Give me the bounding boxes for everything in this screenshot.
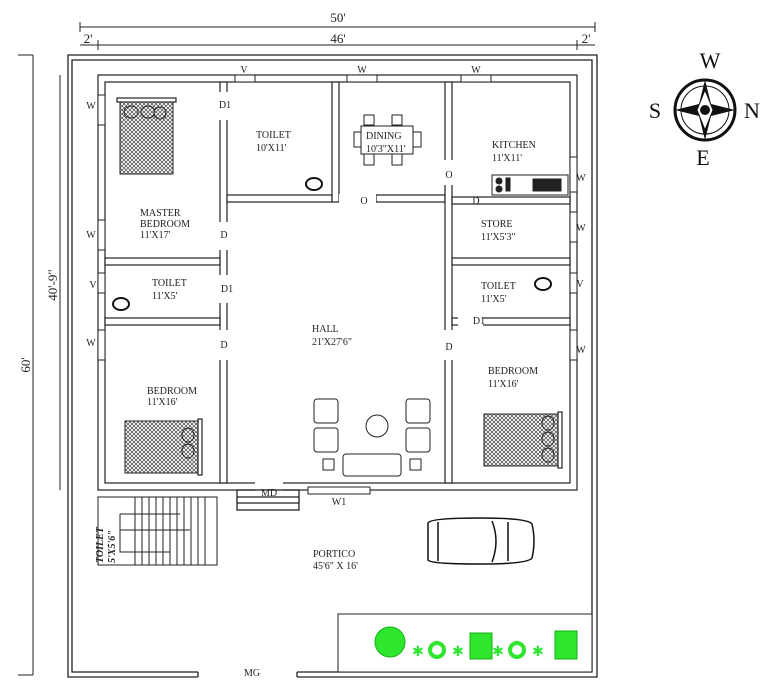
window-toilet-left (97, 272, 106, 294)
right-setback-label: 2' (582, 31, 591, 46)
compass-rose-icon (673, 78, 737, 142)
stair-toilet-name: TOILET (95, 526, 106, 563)
label-w: W (86, 230, 96, 241)
wc-icon (112, 297, 130, 311)
toilet-right-size: 11'X5' (481, 294, 507, 305)
window-master-2 (97, 219, 106, 251)
label-d: D (445, 342, 452, 353)
bush-icon (469, 632, 493, 660)
wc-icon (534, 277, 552, 291)
master-bedroom-name: BEDROOM (140, 219, 190, 230)
label-d: D (472, 196, 479, 207)
window-toilet-top (234, 74, 256, 83)
hall-name: HALL (312, 324, 339, 335)
label-d: D (220, 230, 227, 241)
portico-size: 45'6" X 16' (313, 561, 358, 572)
window-dining (346, 74, 378, 83)
label-d1: D1 (219, 100, 231, 111)
bedroom-right-name: BEDROOM (488, 366, 538, 377)
label-w: W (86, 101, 96, 112)
window-w1 (307, 486, 371, 495)
overall-width-label: 50' (330, 10, 345, 25)
tree-icon (374, 626, 406, 658)
bedroom-right-size: 11'X16' (488, 379, 519, 390)
window-toilet-right (569, 272, 578, 294)
stair-toilet-size: 5'X5'6" (107, 530, 118, 563)
label-w: W (576, 345, 586, 356)
label-d1: D1 (473, 316, 485, 327)
dining-name: DINING (366, 131, 402, 142)
window-kitchen-side (569, 156, 578, 193)
store-name: STORE (481, 219, 513, 230)
label-mg: MG (244, 668, 260, 679)
window-bedroom-left (97, 329, 106, 361)
staircase (97, 496, 218, 566)
toilet-left-name: TOILET (152, 278, 187, 289)
bed-left (124, 418, 203, 476)
label-w: W (576, 223, 586, 234)
toilet-top-name: TOILET (256, 130, 291, 141)
toilet-right-name: TOILET (481, 281, 516, 292)
compass-left-label: S (649, 98, 661, 123)
plant-icon: ✱ (412, 645, 424, 660)
label-w: W (471, 65, 481, 76)
bedroom-left-size: 11'X16' (147, 397, 178, 408)
wc-icon (305, 177, 323, 191)
compass-top-label: W (700, 48, 721, 73)
building-depth-label: 40'-9" (45, 269, 60, 300)
label-v: V (89, 280, 97, 291)
master-bedroom-size: 11'X17' (140, 230, 171, 241)
label-v: V (240, 65, 248, 76)
overall-depth-label: 60' (18, 357, 33, 372)
toilet-left-size: 11'X5' (152, 291, 178, 302)
bedroom-left-name: BEDROOM (147, 386, 197, 397)
kitchen-counter (491, 174, 569, 196)
label-w: W (576, 173, 586, 184)
hall-size: 21'X27'6" (312, 337, 352, 348)
inner-width-label: 46' (330, 31, 345, 46)
garden: ✱ ✱ ✱ ✱ (337, 613, 593, 673)
label-v: V (576, 279, 584, 290)
window-kitchen (460, 74, 492, 83)
label-w: W (357, 65, 367, 76)
label-d1: D1 (221, 284, 233, 295)
compass-right-label: N (744, 98, 760, 123)
kitchen-name: KITCHEN (492, 140, 536, 151)
portico-name: PORTICO (313, 549, 355, 560)
label-md: MD (261, 488, 277, 499)
kitchen-size: 11'X11' (492, 153, 522, 164)
windows (97, 74, 578, 495)
dining-table (353, 114, 422, 166)
bush-icon (554, 630, 578, 660)
car (427, 517, 535, 565)
entrance-steps (236, 489, 300, 511)
label-w1: W1 (332, 497, 346, 508)
plant-icon: ✱ (532, 645, 544, 660)
window-bedroom-right (569, 329, 578, 361)
toilet-fixtures (112, 177, 552, 311)
toilet-top-size: 10'X11' (256, 143, 287, 154)
left-setback-label: 2' (84, 31, 93, 46)
bed-master (116, 97, 177, 175)
label-o: O (445, 170, 452, 181)
shrub-icon (508, 641, 526, 659)
shrub-icon (428, 641, 446, 659)
compass-bottom-label: E (696, 145, 709, 170)
window-master-1 (97, 94, 106, 126)
dining-size: 10'3"X11' (366, 144, 406, 155)
label-o: O (360, 196, 367, 207)
dimension-lines (18, 22, 596, 676)
bed-right (483, 411, 563, 469)
label-w: W (86, 338, 96, 349)
living-furniture (313, 398, 431, 477)
window-store (569, 211, 578, 243)
label-d: D (220, 340, 227, 351)
plant-icon: ✱ (492, 645, 504, 660)
plant-icon: ✱ (452, 645, 464, 660)
store-size: 11'X5'3" (481, 232, 516, 243)
master-bedroom-name: MASTER (140, 208, 181, 219)
